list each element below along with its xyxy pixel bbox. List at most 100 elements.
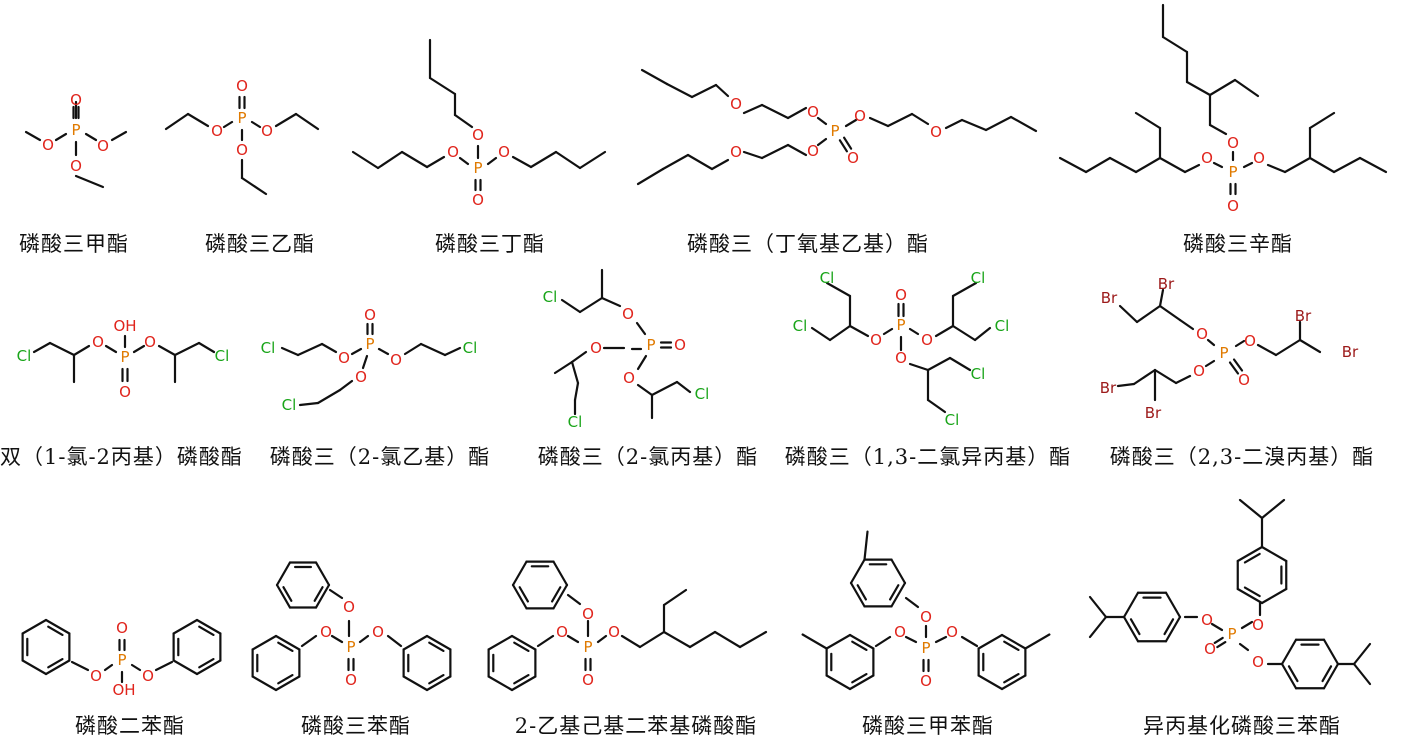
benzene-ring (825, 633, 852, 650)
label-trimethyl-phosphate: 磷酸三甲酯 (19, 232, 129, 256)
bond (882, 327, 894, 336)
double-bond (1232, 358, 1244, 372)
bond (130, 663, 142, 672)
label-tris-butoxyethyl-phosphate: 磷酸三（丁氧基乙基）酯 (687, 232, 929, 256)
benzene-ring (1164, 591, 1182, 619)
bond (1088, 615, 1108, 639)
benzene-ring (1000, 633, 1027, 650)
atom-o: O (70, 91, 82, 109)
atom-o: O (920, 608, 932, 626)
phosphorus-atom: P (646, 336, 655, 354)
atom-o: O (472, 191, 484, 209)
bond (104, 344, 118, 354)
bond (1116, 382, 1136, 388)
atom-o: O (70, 157, 82, 175)
bond (84, 132, 98, 142)
aromatic-bond (277, 641, 294, 653)
atom-cl: Cl (17, 347, 32, 365)
aromatic-bond (1243, 586, 1261, 598)
bond (1233, 78, 1260, 98)
bond (1308, 156, 1336, 174)
bond (738, 630, 768, 649)
bond (376, 150, 404, 170)
atom-cl: Cl (261, 339, 276, 357)
label-tris-dichloroisopropyl-phosphate: 磷酸三（1,3-二氯异丙基）酯 (784, 445, 1072, 469)
aromatic-bond (1287, 665, 1299, 683)
phosphorus-atom: P (921, 639, 930, 657)
benzene-ring (1280, 662, 1298, 690)
benzene-ring (21, 659, 48, 676)
atom-o: O (92, 333, 104, 351)
atom-o: O (1193, 362, 1205, 380)
atom-o: O (42, 136, 54, 154)
bond (934, 635, 948, 644)
atom-o: O (211, 122, 223, 140)
atom-o: O (1196, 325, 1208, 343)
bond (662, 630, 692, 649)
atom-cl: Cl (945, 411, 960, 429)
bond (573, 381, 580, 402)
bond (1256, 343, 1278, 357)
bond (690, 83, 718, 99)
bond (1158, 288, 1165, 308)
aromatic-bond (428, 673, 445, 685)
label-diphenyl-phosphate: 磷酸二苯酯 (75, 714, 185, 738)
atom-br: Br (1158, 275, 1175, 293)
bond (926, 398, 947, 414)
bond (1058, 156, 1088, 174)
benzene-ring (825, 674, 852, 691)
bond (400, 150, 429, 169)
bond (960, 118, 988, 132)
atom-o: O (144, 333, 156, 351)
benzene-ring (1322, 638, 1340, 666)
bond (600, 296, 622, 308)
benzene-ring (314, 561, 331, 587)
benzene-ring (1164, 615, 1182, 643)
bond (1108, 156, 1138, 174)
atom-cl: Cl (568, 413, 583, 431)
atom-o: O (345, 671, 357, 689)
benzene-ring (251, 634, 278, 651)
bond (48, 341, 76, 357)
bond (1185, 80, 1212, 97)
bond (351, 150, 380, 170)
aromatic-bond (856, 584, 868, 601)
atom-o: O (1253, 149, 1265, 167)
atom-br: Br (1295, 307, 1312, 325)
bond (825, 281, 852, 298)
atom-o: O (930, 123, 942, 141)
bond (1174, 374, 1192, 385)
bond (926, 356, 952, 372)
atom-o: O (854, 107, 866, 125)
bond (132, 344, 146, 354)
benzene-ring (1260, 587, 1288, 605)
atom-o: O (674, 336, 686, 354)
aromatic-bond (851, 672, 868, 684)
bond (844, 118, 858, 128)
double-bond (1228, 361, 1240, 375)
benzene-ring (172, 618, 199, 635)
bond (570, 360, 580, 385)
atom-cl: Cl (282, 396, 297, 414)
aromatic-bond (47, 657, 64, 669)
bond (984, 115, 1013, 132)
bond (24, 130, 42, 142)
bond (951, 324, 977, 342)
benzene-ring (1000, 674, 1027, 691)
atom-o: O (1252, 616, 1264, 634)
phosphorus-atom: P (583, 638, 592, 656)
aromatic-bond (313, 586, 324, 602)
atom-o: O (590, 339, 602, 357)
benzene-ring (1236, 545, 1264, 563)
benzene-ring (849, 558, 866, 585)
bond (686, 153, 714, 171)
atom-o: O (622, 305, 634, 323)
atom-cl: Cl (971, 365, 986, 383)
bond (760, 103, 790, 120)
atom-o: O (119, 383, 131, 401)
benzene-ring (21, 618, 48, 635)
bond (1088, 595, 1108, 619)
aromatic-bond (47, 625, 64, 637)
bond (816, 137, 828, 147)
